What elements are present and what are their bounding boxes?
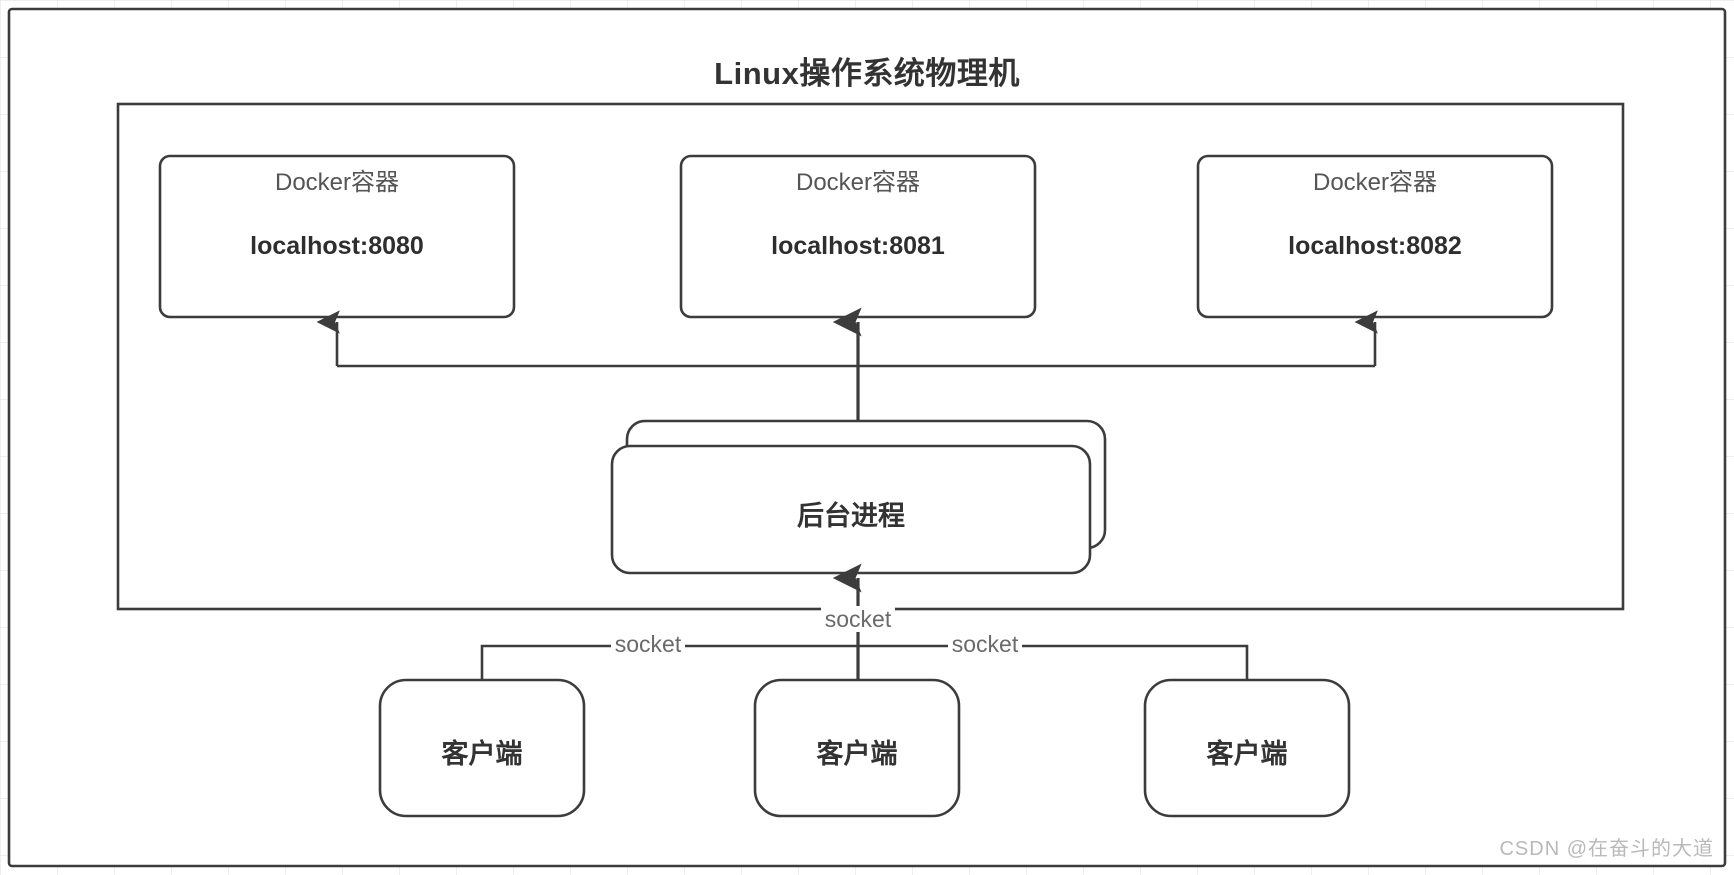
client-box-right[interactable] (1143, 678, 1351, 818)
watermark: CSDN @在奋斗的大道 (1499, 838, 1714, 860)
docker-container-box-1[interactable] (158, 154, 516, 319)
socket-line-left (480, 644, 858, 680)
process-box-front[interactable] (610, 444, 1092, 575)
docker-container-box-3[interactable] (1196, 154, 1554, 319)
client-box-center[interactable] (753, 678, 961, 818)
client-box-left[interactable] (378, 678, 586, 818)
docker-container-box-2[interactable] (679, 154, 1037, 319)
